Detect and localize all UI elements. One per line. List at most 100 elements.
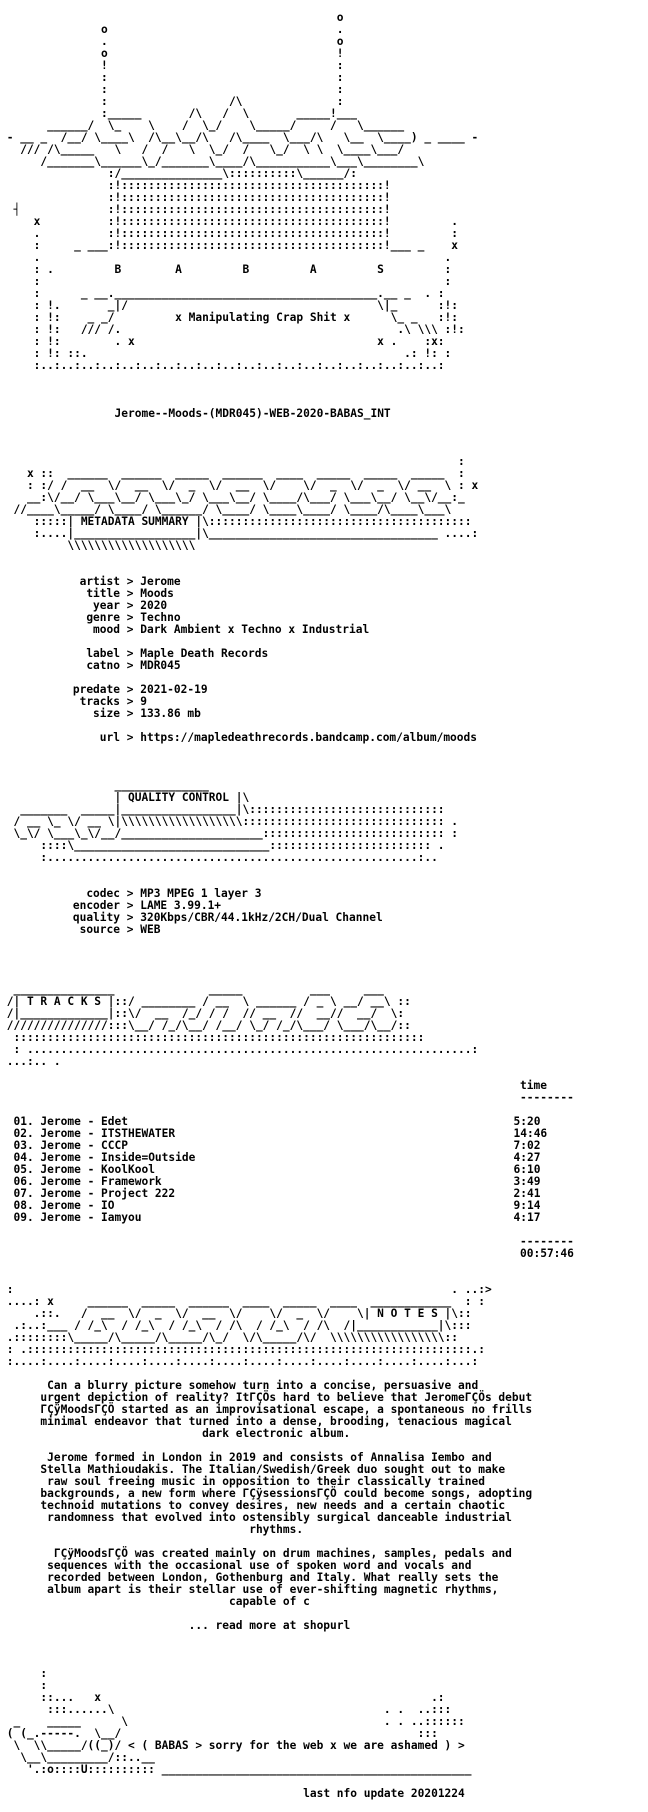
quality-label: encoder	[72, 899, 120, 912]
metadata-label: tracks	[79, 695, 120, 708]
metadata-value: 2021-02-19	[140, 683, 208, 696]
art-line: :!::::::::::::::::::::::::::::::::::::::…	[0, 191, 391, 204]
art-line: _ _____ \ . . ..::::::	[0, 1715, 465, 1728]
art-line: _______________ _____ ___ ___	[0, 983, 384, 996]
metadata-label: label	[86, 647, 120, 660]
album-url-link[interactable]: https://mapledeathrecords.bandcamp.com/a…	[140, 731, 477, 744]
metadata-row: label > Maple Death Records	[0, 648, 648, 660]
metadata-value: 2020	[140, 599, 168, 612]
quality-value: 320Kbps/CBR/44.1kHz/2CH/Dual Channel	[140, 911, 383, 924]
track-time: 3:49	[513, 1175, 541, 1188]
quality-label: source	[79, 923, 120, 936]
time-rule-row: --------	[0, 1092, 648, 1104]
total-rule: --------	[520, 1235, 574, 1248]
quality-row: quality > 320Kbps/CBR/44.1kHz/2CH/Dual C…	[0, 912, 648, 924]
art-line: : . ..:>	[0, 1283, 492, 1296]
notes-line: capable of c	[0, 1595, 310, 1608]
notes-line: dark electronic album.	[0, 1427, 351, 1440]
metadata-row: genre > Techno	[0, 612, 648, 624]
quality-row: source > WEB	[0, 924, 648, 936]
art-line: : _ ___:!:::::::::::::::::::::::::::::::…	[0, 239, 459, 252]
track-title: 01. Jerome - Edet	[13, 1115, 128, 1128]
art-line: o .	[0, 23, 344, 36]
art-line: . :!::::::::::::::::::::::::::::::::::::…	[0, 227, 459, 240]
art-line: : _ __._________________________________…	[0, 287, 445, 300]
notes-line: minimal endeavor that turned into a dens…	[0, 1415, 512, 1428]
track-title: 02. Jerome - ITSTHEWATER	[13, 1127, 176, 1140]
metadata-row: mood > Dark Ambient x Techno x Industria…	[0, 624, 648, 636]
track-time: 4:27	[513, 1151, 541, 1164]
art-line: :....|__________________|\______________…	[0, 527, 479, 540]
art-line: :	[0, 1679, 48, 1692]
metadata-value: Techno	[140, 611, 181, 624]
time-header-row: time	[0, 1080, 648, 1092]
art-line: \__\_________/::..__	[0, 1751, 155, 1764]
art-line: : :/ / __ \/ __ \/ _ \/ __ \/ \/ _ \/ _ …	[0, 479, 479, 492]
art-line: / __ \_ \/ __ \|\\\\\\\\\\\\\\\\\\::::::…	[0, 815, 459, 828]
notes-line: rhythms.	[0, 1523, 304, 1536]
metadata-row: size > 133.86 mb	[0, 708, 648, 720]
release-title: Jerome--Moods-(MDR045)-WEB-2020-BABAS_IN…	[114, 407, 391, 420]
quality-value: MP3 MPEG 1 layer 3	[140, 887, 262, 900]
tracks-banner-art: _______________ _____ ___ ___ /| T R A C…	[0, 984, 648, 1068]
metadata-label: artist	[79, 575, 120, 588]
quality-label: codec	[86, 887, 120, 900]
metadata-row: predate > 2021-02-19	[0, 684, 648, 696]
art-line: ....: x ______ _____ ______ ____ _____ _…	[0, 1295, 485, 1308]
art-line: :..:..:..:..:..:..:..:..:..:..:..:..:..:…	[0, 359, 445, 372]
art-line: :	[0, 1667, 48, 1680]
art-line: ┤ :!::::::::::::::::::::::::::::::::::::…	[0, 203, 391, 216]
notes-line: raw soul freeing music in opposition to …	[0, 1475, 485, 1488]
art-line: .::. / __ \/ _ \/ __ \/ \/ _ \/ \| N O T…	[0, 1307, 472, 1320]
total-rule-row: --------	[0, 1236, 648, 1248]
art-line: : !: ::. .: !: :	[0, 347, 452, 360]
quality-value: LAME 3.99.1+	[140, 899, 222, 912]
art-line: : . B A B A S :	[0, 263, 452, 276]
metadata-value: Jerome	[140, 575, 181, 588]
art-line: : :	[0, 71, 344, 84]
notes-line: album apart is their stellar use of ever…	[0, 1583, 499, 1596]
art-line: :::......\ . . ..:::	[0, 1703, 452, 1716]
art-line: ::::::::::::::::::::::::::::::::::::::::…	[0, 1031, 425, 1044]
quality-label: quality	[72, 911, 120, 924]
art-line: :....:....:....:....:....:....:....:....…	[0, 1355, 479, 1368]
track-time: 14:46	[513, 1127, 548, 1140]
metadata-label: genre	[86, 611, 120, 624]
notes-banner-art: : . ..:> ....: x ______ _____ ______ ___…	[0, 1284, 648, 1368]
metadata-row: url > https://mapledeathrecords.bandcamp…	[0, 732, 648, 744]
metadata-label: url	[99, 731, 120, 744]
last-update: last nfo update 20201224	[303, 1787, 465, 1800]
metadata-label: year	[93, 599, 120, 612]
metadata-row: title > Moods	[0, 588, 648, 600]
metadata-row: year > 2020	[0, 600, 648, 612]
notes-line: Stella Mathioudakis. The Italian/Swedish…	[0, 1463, 506, 1476]
notes-line: recorded between London, Gothenburg and …	[0, 1571, 499, 1584]
notes-line: Jerome formed in London in 2019 and cons…	[0, 1451, 492, 1464]
art-line: \ \\_____/((_)/ < ( BABAS > sorry for th…	[0, 1739, 465, 1752]
art-line: - __ _ /__/ \____\ /\__\__/\ /\____ \___…	[0, 131, 479, 144]
track-time: 5:20	[513, 1115, 541, 1128]
track-row: 01. Jerome - Edet 5:20	[0, 1116, 648, 1128]
notes-line: backgrounds, a new form where ΓÇÿsession…	[0, 1487, 533, 1500]
art-line: : :	[0, 83, 344, 96]
art-line: '.:o::::U:::::::::: ____________________…	[0, 1763, 472, 1776]
footer-art: : : ::... x .: :::......\ . . ..::: _ __…	[0, 1668, 648, 1776]
art-line: : /\ :	[0, 95, 344, 108]
art-line: : !. _|/ \|_ :!:	[0, 299, 459, 312]
art-line: ::::\_____________________________::::::…	[0, 839, 445, 852]
track-time: 6:10	[513, 1163, 541, 1176]
art-line: .::::::::\_____/\_____/\_____/\_/ \/\___…	[0, 1331, 459, 1344]
metadata-value: MDR045	[140, 659, 181, 672]
notes-line: ΓÇÿMoodsΓÇÖ started as an improvisationa…	[0, 1403, 533, 1416]
notes-line: randomness that evolved into ostensibly …	[0, 1511, 512, 1524]
art-line: : :	[0, 275, 452, 288]
notes-text: Can a blurry picture somehow turn into a…	[0, 1380, 648, 1632]
metadata-label: mood	[93, 623, 120, 636]
track-time: 7:02	[513, 1139, 541, 1152]
art-line: o	[0, 11, 344, 24]
quality-row: codec > MP3 MPEG 1 layer 3	[0, 888, 648, 900]
metadata-value: Dark Ambient x Techno x Industrial	[140, 623, 370, 636]
